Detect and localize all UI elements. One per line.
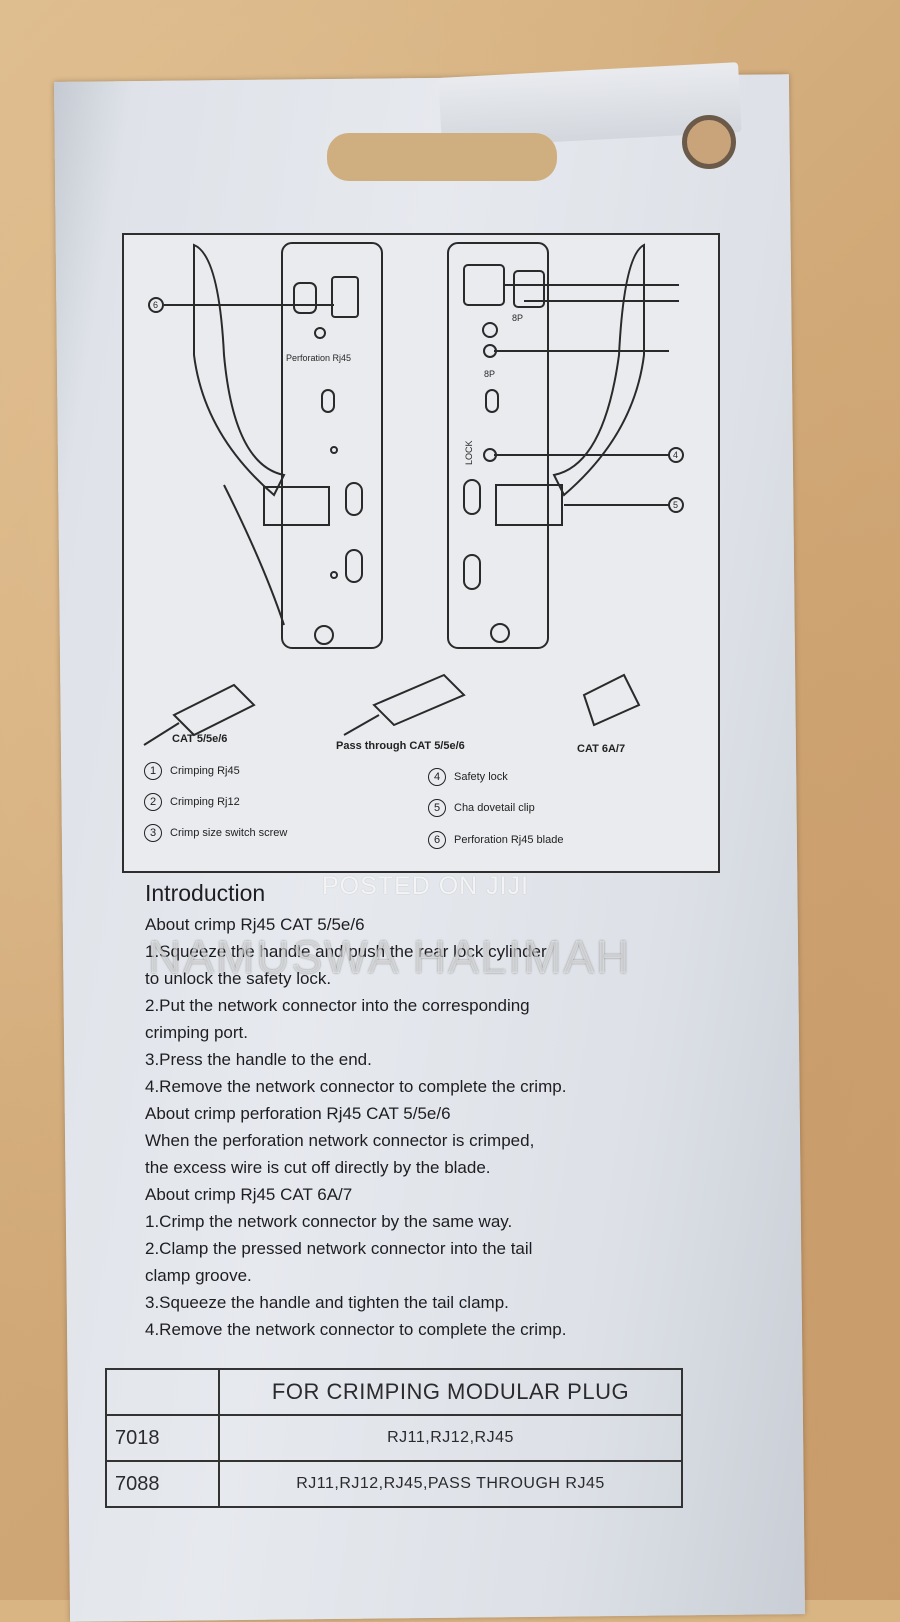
intro-line: About crimp Rj45 CAT 5/5e/6 [145,915,365,934]
intro-line: 2.Clamp the pressed network connector in… [145,1239,533,1258]
name-watermark: NAMUSWA HALIMAH [148,931,632,983]
caption-cat5: CAT 5/5e/6 [172,733,228,745]
hanging-hole [682,115,736,169]
intro-line: 3.Press the handle to the end. [145,1050,372,1069]
legend-number: 5 [428,799,446,817]
legend-number: 2 [144,793,162,811]
legend-text: Cha dovetail clip [454,802,535,814]
legend-item-6: 6 Perforation Rj45 blade [428,831,563,849]
port-8p-top-label: 8P [512,313,523,323]
legend-number: 3 [144,824,162,842]
callout-4: 4 [673,450,678,460]
intro-line: to unlock the safety lock. [145,969,332,988]
intro-line: 3.Squeeze the handle and tighten the tai… [145,1293,509,1312]
intro-line: 4.Remove the network connector to comple… [145,1077,567,1096]
tool-diagram-panel: Perforation Rj45 8P 8P LOCK 4 5 6 CAT 5/… [122,233,720,873]
intro-line: About crimp perforation Rj45 CAT 5/5e/6 [145,1104,451,1123]
legend-item-1: 1 Crimping Rj45 [144,762,240,780]
table-corner-cell [105,1368,220,1416]
hanging-slot [327,133,557,181]
legend-number: 6 [428,831,446,849]
model-cell: 7018 [105,1414,220,1462]
intro-line: clamp groove. [145,1266,252,1285]
table-header-row: FOR CRIMPING MODULAR PLUG [105,1368,683,1416]
plugs-cell: RJ11,RJ12,RJ45 [218,1414,683,1462]
caption-cat6a: CAT 6A/7 [577,743,626,755]
callout-6: 6 [153,300,158,310]
legend-number: 1 [144,762,162,780]
legend-item-2: 2 Crimping Rj12 [144,793,240,811]
callout-5: 5 [673,500,678,510]
right-tool-body [447,242,549,649]
modular-plug-table: FOR CRIMPING MODULAR PLUG 7018 RJ11,RJ12… [105,1368,683,1508]
left-tool-body [281,242,383,649]
introduction-section: Introduction About crimp Rj45 CAT 5/5e/6… [145,880,705,1343]
intro-line: 2.Put the network connector into the cor… [145,996,530,1015]
intro-line: crimping port. [145,1023,248,1042]
port-8p-bottom-label: 8P [484,369,495,379]
intro-line: 1.Crimp the network connector by the sam… [145,1212,513,1231]
left-body-label: Perforation Rj45 [286,353,351,363]
table-row: 7018 RJ11,RJ12,RJ45 [105,1414,683,1462]
intro-line: 4.Remove the network connector to comple… [145,1320,567,1339]
legend-text: Perforation Rj45 blade [454,834,564,846]
left-handle [193,243,286,497]
legend-item-3: 3 Crimp size switch screw [144,824,287,842]
introduction-heading: Introduction [145,880,266,906]
legend-item-5: 5 Cha dovetail clip [428,799,535,817]
intro-line: the excess wire is cut off directly by t… [145,1158,491,1177]
crimper-illustration: Perforation Rj45 8P 8P LOCK 4 5 6 [143,242,684,746]
lock-label: LOCK [464,440,474,465]
legend-text: Safety lock [454,771,508,783]
legend-text: Crimping Rj45 [170,765,240,777]
legend-text: Crimping Rj12 [170,796,240,808]
posted-watermark: POSTED ON JIJI [322,872,530,900]
table-header: FOR CRIMPING MODULAR PLUG [218,1368,683,1416]
intro-line: 1.Squeeze the handle and push the rear l… [145,942,547,961]
legend-number: 4 [428,768,446,786]
intro-line: About crimp Rj45 CAT 6A/7 [145,1185,353,1204]
right-handle [552,243,645,497]
model-cell: 7088 [105,1460,220,1508]
caption-pass-through: Pass through CAT 5/5e/6 [336,740,465,752]
intro-line: When the perforation network connector i… [145,1131,535,1150]
table-row: 7088 RJ11,RJ12,RJ45,PASS THROUGH RJ45 [105,1460,683,1508]
legend-text: Crimp size switch screw [170,827,288,839]
plugs-cell: RJ11,RJ12,RJ45,PASS THROUGH RJ45 [218,1460,683,1508]
legend-item-4: 4 Safety lock [428,768,508,786]
